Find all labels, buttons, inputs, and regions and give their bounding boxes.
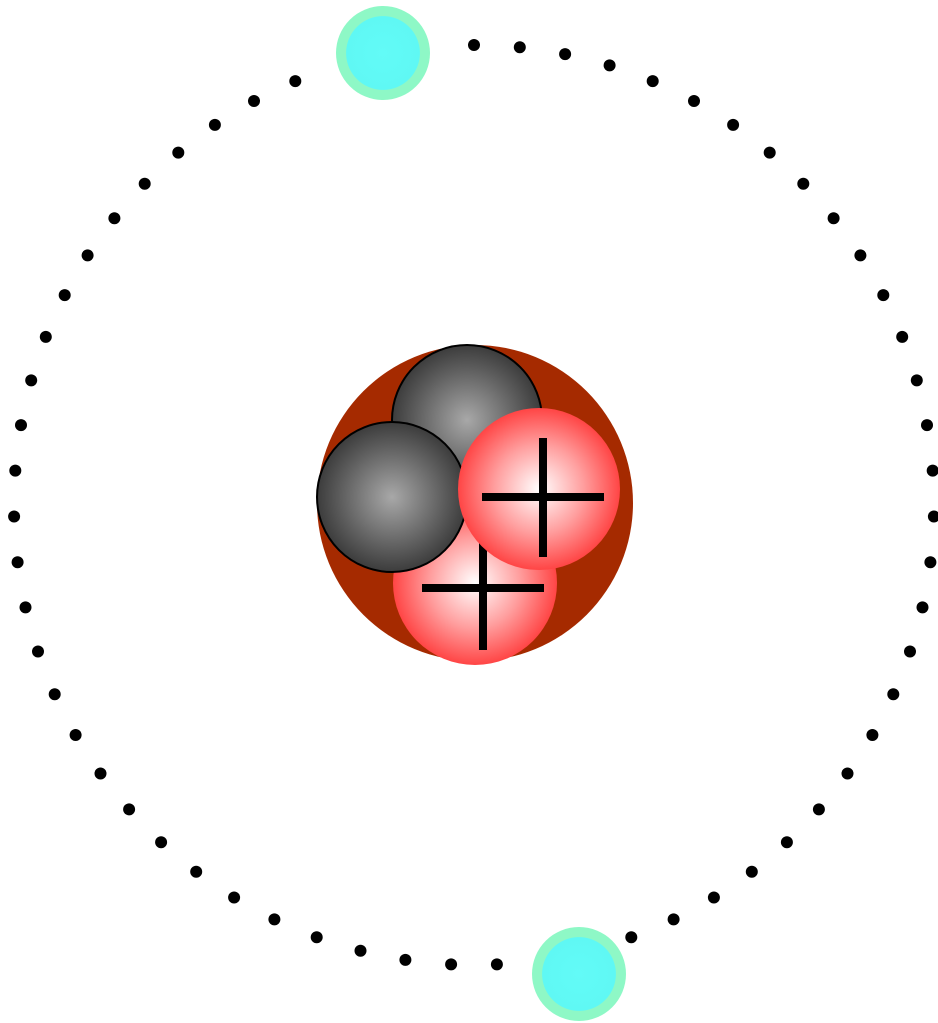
orbit-dot [668, 913, 680, 925]
electron-icon [532, 927, 626, 1021]
orbit-dot [20, 601, 32, 613]
orbit-dot [70, 729, 82, 741]
orbit-dot [468, 39, 480, 51]
orbit-dot [228, 892, 240, 904]
orbit-dot [8, 511, 20, 523]
orbit-dot [355, 945, 367, 957]
orbit-dot [311, 931, 323, 943]
orbit-dot [12, 556, 24, 568]
orbit-dot [155, 836, 167, 848]
orbit-dot [49, 688, 61, 700]
orbit-dot [491, 958, 503, 970]
orbit-dot [746, 866, 758, 878]
orbit-dot [924, 556, 936, 568]
orbit-dot [9, 465, 21, 477]
proton [458, 408, 620, 570]
orbit-dot [514, 41, 526, 53]
orbit-dot [842, 768, 854, 780]
orbit-dot [604, 59, 616, 71]
orbit-dot [727, 119, 739, 131]
orbit-dot [904, 646, 916, 658]
orbit-dot [928, 511, 938, 523]
orbit-dot [82, 249, 94, 261]
orbit-dot [813, 803, 825, 815]
orbit-dot [764, 147, 776, 159]
orbit-dot [647, 75, 659, 87]
orbit-dot [781, 836, 793, 848]
orbit-dot [59, 289, 71, 301]
orbit-dot [688, 95, 700, 107]
nucleus [317, 345, 633, 665]
orbit-dot [40, 331, 52, 343]
orbit-dot [625, 931, 637, 943]
orbit-dot [896, 331, 908, 343]
orbit-dot [854, 249, 866, 261]
electron-icon [336, 6, 430, 100]
orbit-dot [911, 374, 923, 386]
orbit-dot [172, 147, 184, 159]
orbit-dot [797, 178, 809, 190]
orbit-dot [190, 866, 202, 878]
neutron [317, 422, 467, 572]
orbit-dot [828, 212, 840, 224]
orbit-dot [15, 419, 27, 431]
orbit-dot [268, 913, 280, 925]
orbit-dot [887, 688, 899, 700]
orbit-dot [917, 601, 929, 613]
orbit-dot [927, 465, 938, 477]
orbit-dot [95, 768, 107, 780]
orbit-dot [32, 646, 44, 658]
orbit-dot [209, 119, 221, 131]
orbit-dot [139, 178, 151, 190]
orbit-dot [289, 75, 301, 87]
orbit-dot [921, 419, 933, 431]
orbit-dot [25, 374, 37, 386]
orbit-dot [708, 892, 720, 904]
orbit-dot [866, 729, 878, 741]
orbit-dot [123, 803, 135, 815]
orbit-dot [108, 212, 120, 224]
orbit-dot [559, 48, 571, 60]
orbit-dot [248, 95, 260, 107]
orbit-dot [399, 954, 411, 966]
orbit-dot [877, 289, 889, 301]
orbit-dot [445, 958, 457, 970]
